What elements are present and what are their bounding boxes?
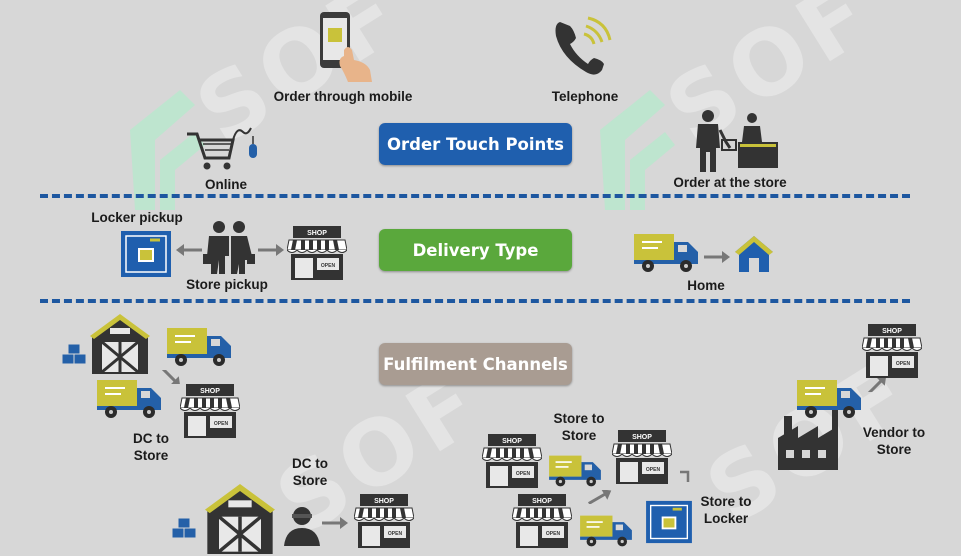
- mobile-phone-icon: [320, 12, 372, 82]
- shop-open-text: OPEN: [896, 361, 911, 367]
- shop-open-text: OPEN: [388, 531, 403, 537]
- home-icon: [735, 236, 773, 272]
- shop-icon: SHOP OPEN: [354, 494, 414, 548]
- order-online-label: Online: [204, 177, 247, 192]
- locker-pickup-label: Locker pickup: [91, 210, 183, 225]
- locker-icon: [646, 500, 692, 544]
- store-to-store-label: Store to Store: [553, 411, 605, 443]
- shop-open-text: OPEN: [546, 531, 561, 537]
- arrow-down-right-icon: [160, 370, 181, 384]
- watermark-logo: [600, 90, 675, 210]
- watermark-logo: [130, 90, 205, 210]
- truck-icon: [580, 515, 632, 547]
- order-touch-points-badge: Order Touch Points: [379, 123, 572, 165]
- home-label: Home: [687, 278, 725, 293]
- vendor-to-store-label: Vendor to Store: [862, 425, 926, 457]
- diagram-canvas: SOF SOF SOF SOF Order Touch Points Deliv…: [40, 0, 932, 556]
- shop-icon: SHOP OPEN: [862, 324, 922, 378]
- arrow-right-icon: [704, 251, 730, 263]
- arrow-up-right-icon: [587, 490, 612, 504]
- warehouse-icon: [90, 314, 150, 374]
- truck-icon: [634, 234, 698, 272]
- order-telephone-label: Telephone: [551, 89, 619, 104]
- boxes-icon: [171, 517, 197, 539]
- arrow-right-icon: [322, 517, 348, 529]
- customers-icon: [203, 221, 255, 274]
- store-to-locker-label: Store to Locker: [700, 494, 752, 526]
- shop-sign-text: SHOP: [532, 498, 552, 505]
- truck-icon: [797, 380, 861, 418]
- shop-sign-text: SHOP: [632, 434, 652, 441]
- truck-icon: [549, 455, 601, 487]
- truck-icon: [167, 328, 231, 366]
- boxes-icon: [61, 343, 87, 365]
- shop-icon: SHOP OPEN: [612, 430, 672, 484]
- shop-open-text: OPEN: [516, 471, 531, 477]
- arrow-connector-icon: [680, 470, 690, 482]
- shop-sign-text: SHOP: [882, 328, 902, 335]
- dc-to-store-label: DC to Store: [133, 431, 169, 463]
- shop-icon: SHOP OPEN: [180, 384, 240, 438]
- arrow-up-right-icon: [866, 378, 887, 392]
- store-pickup-label: Store pickup: [186, 277, 268, 292]
- order-mobile-label: Order through mobile: [273, 89, 413, 104]
- shop-open-text: OPEN: [214, 421, 229, 427]
- shop-sign-text: SHOP: [307, 230, 327, 237]
- shop-sign-text: SHOP: [502, 438, 522, 445]
- delivery-type-badge: Delivery Type: [379, 229, 572, 271]
- shop-sign-text: SHOP: [374, 498, 394, 505]
- order-store-label: Order at the store: [673, 175, 787, 190]
- dc-to-store-label-2: DC to Store: [292, 456, 328, 488]
- warehouse-icon: [205, 484, 275, 554]
- store-counter-icon: [696, 110, 778, 172]
- shopping-cart-icon: [187, 127, 257, 170]
- delivery-person-icon: [284, 507, 320, 546]
- fulfilment-channels-badge: Fulfilment Channels: [379, 343, 572, 385]
- telephone-icon: [555, 16, 612, 75]
- truck-icon: [97, 380, 161, 418]
- shop-icon: SHOP OPEN: [287, 226, 347, 280]
- section-divider: [40, 194, 910, 198]
- shop-sign-text: SHOP: [200, 388, 220, 395]
- factory-icon: [778, 410, 838, 470]
- shop-open-text: OPEN: [646, 467, 661, 473]
- shop-icon: SHOP OPEN: [482, 434, 542, 488]
- section-divider: [40, 299, 910, 303]
- locker-icon: [121, 231, 171, 277]
- shop-open-text: OPEN: [321, 263, 336, 269]
- arrow-left-icon: [176, 244, 202, 256]
- arrow-right-icon: [258, 244, 284, 256]
